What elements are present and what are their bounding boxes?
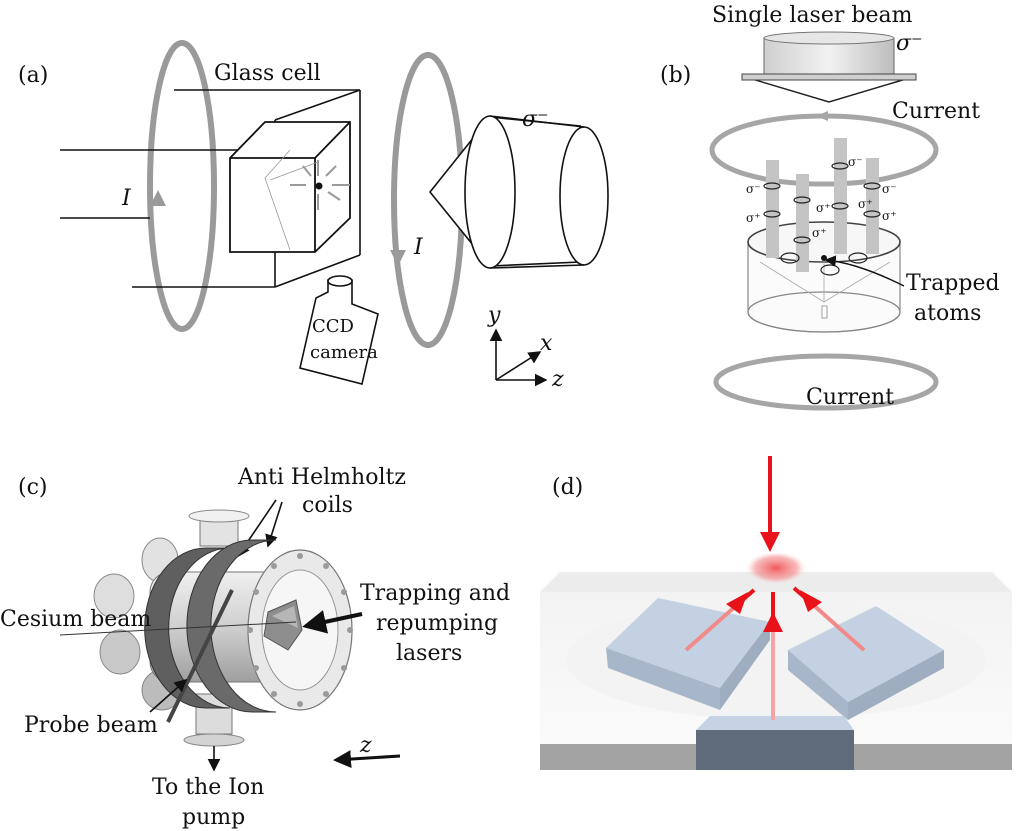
sigma-plus-3: σ⁺ [882,209,897,223]
panel-c-tag: (c) [18,475,48,500]
single-laser-beam-label: Single laser beam [712,3,913,28]
sigma-plus-4: σ⁺ [812,226,827,240]
bottom-chip [696,716,854,770]
laser-beams [684,456,866,720]
left-chip [606,598,770,710]
panel-d-tag: (d) [552,475,583,500]
left-coil-current-arrow [150,190,166,206]
panel-b-tag: (b) [660,63,691,88]
sigma-minus-3: σ⁻ [882,182,897,196]
lasers-label-line1: Trapping and [360,581,510,606]
ion-pump-label-line1: To the Ion [152,775,264,800]
trapped-label-line2: atoms [914,301,981,326]
sigma-labels: σ⁻ σ⁺ σ⁺ σ⁻ σ⁻ σ⁺ σ⁺ σ⁺ [746,155,897,240]
bottom-current-loop [713,353,939,411]
trap-beam-arrows [290,160,350,210]
sigma-plus-2: σ⁺ [816,201,831,215]
right-coil-current-arrow [390,250,406,266]
ccd-label-line1: CCD [312,316,354,337]
trap-glow [746,552,806,584]
current-bottom-label: Current [806,385,894,410]
axes-a [489,328,548,387]
trapped-atoms-dot [315,182,323,190]
ion-pump-label-line2: pump [182,805,245,830]
panel-b: (b) Single laser beam σ⁻ Current [660,3,1000,411]
coils-label-line2: coils [302,493,353,518]
cell-beam-lines [264,149,319,251]
sigma-minus-label-b: σ⁻ [896,31,923,56]
ccd-camera [299,275,379,385]
coils-label-line1: Anti Helmholtz [237,465,406,490]
trapped-label-line1: Trapped [906,271,1000,296]
axis-z-label: z [551,367,564,392]
top-current-loop [709,113,939,187]
right-current-label: I [413,235,424,260]
lasers-label-line2: repumping [376,611,498,636]
single-laser-lens [741,31,917,103]
right-chip [788,606,944,720]
axis-y-label: y [487,303,501,328]
trapped-atoms-pointer [824,255,905,287]
panel-c: (c) Anti Helmholtz coils [0,465,510,830]
ccd-label-line2: camera [310,342,378,363]
top-current-arrow [816,111,828,121]
sigma-minus-2: σ⁻ [848,155,863,169]
sigma-plus-5: σ⁺ [858,197,873,211]
laser-beam-cylinder [428,115,609,269]
glass-cell-label: Glass cell [214,61,321,86]
cesium-beam-line [59,621,297,636]
beam-pillars [766,138,879,272]
left-current-label: I [121,186,132,211]
left-coil [147,40,217,332]
lasers-label-line3: lasers [396,641,462,666]
lasers-pointer [302,610,363,634]
panel-a: (a) Glass cell I [18,40,609,392]
cylinder-cell [747,221,901,333]
z-axis-arrow-c [333,750,401,769]
coils-pointer-2 [265,501,283,548]
panel-a-tag: (a) [18,63,48,88]
current-top-label: Current [892,99,980,124]
probe-beam-pointer [149,678,188,713]
probe-beam-line [166,589,234,723]
axis-z-label-c: z [359,733,372,758]
panel-d: (d) [540,456,1012,770]
sigma-plus-1: σ⁺ [746,211,761,225]
sigma-minus-label-a: σ⁻ [522,107,549,132]
cesium-beam-label: Cesium beam [0,607,151,632]
sigma-minus-1: σ⁻ [746,182,761,196]
probe-beam-label: Probe beam [24,713,158,738]
glass-cell-inner [229,121,351,253]
vacuum-chamber [93,509,353,747]
axis-x-label: x [540,331,553,356]
polarization-circles [763,162,881,276]
